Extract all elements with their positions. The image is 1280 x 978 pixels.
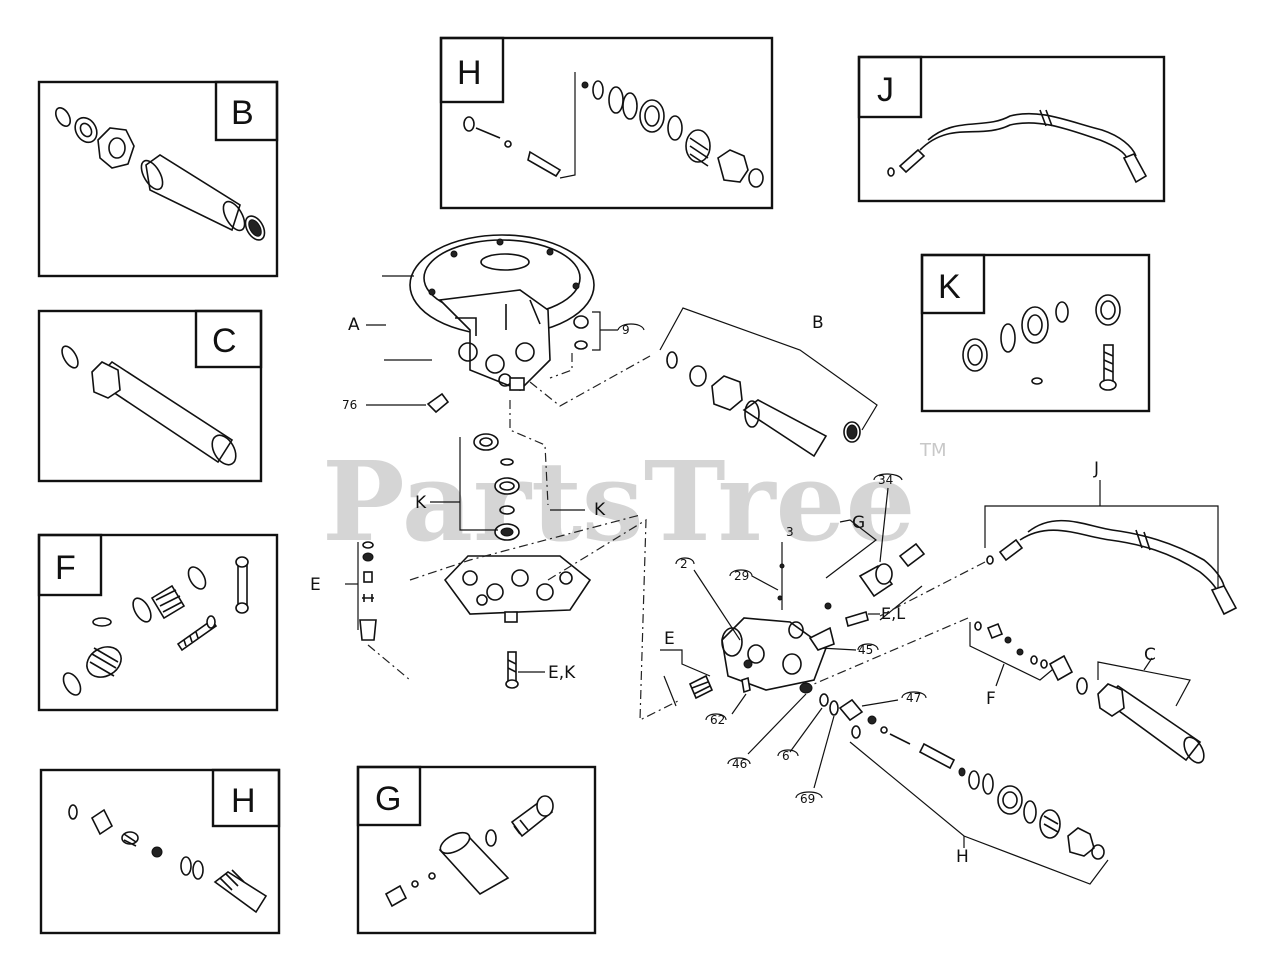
callout-3: 3: [786, 525, 794, 539]
watermark-trademark: TM: [919, 440, 947, 461]
inset-box-c: C: [37, 309, 263, 483]
callout-34: 34: [878, 473, 893, 487]
callout-29: 29: [734, 569, 749, 583]
j-hose-main: J: [879, 459, 1238, 617]
inset-box-g-label: G: [375, 780, 401, 818]
parts-f: [62, 556, 249, 696]
inset-box-h-bottom: H: [39, 768, 281, 935]
callout-a: A: [348, 315, 360, 335]
watermark: PartsTree TM: [322, 437, 947, 566]
parts-j: [887, 109, 1148, 184]
callout-k-right: K: [594, 500, 606, 520]
callout-69: 69: [800, 792, 815, 806]
lower-manifold-assembly: K K E,K: [409, 400, 681, 721]
callout-e-left: E: [310, 575, 321, 595]
parts-k: [962, 294, 1121, 391]
watermark-brand: PartsTree: [322, 437, 916, 566]
callout-9: 9: [622, 323, 630, 337]
callout-62: 62: [710, 713, 725, 727]
h-group-main: H: [849, 715, 1109, 885]
callout-46: 46: [732, 757, 747, 771]
callout-6: 6: [782, 749, 790, 763]
parts-h-top: [463, 72, 764, 188]
inset-box-j-label: J: [877, 71, 894, 109]
main-crankcase-assembly: A 9 76: [342, 234, 645, 414]
callout-h: H: [956, 847, 969, 867]
inset-box-g: G: [356, 765, 597, 935]
callout-76: 76: [342, 398, 357, 412]
inset-box-h-top-label: H: [457, 54, 482, 92]
c-group-main: C: [1076, 645, 1205, 764]
inset-box-f-label: F: [55, 549, 76, 587]
b-group-center: B: [529, 307, 878, 458]
e-group-left: E: [310, 541, 411, 681]
outlet-manifold-assembly: 2 3 29 E,L 45 G 34 E 62 46: [660, 473, 927, 806]
inset-box-c-label: C: [212, 322, 237, 360]
callout-e-l: E,L: [881, 604, 905, 623]
parts-b: [54, 107, 266, 241]
callout-b: B: [812, 313, 824, 333]
callout-j: J: [1093, 459, 1099, 479]
callout-c: C: [1144, 645, 1156, 665]
inset-box-b: B: [37, 80, 279, 278]
inset-box-k: K: [920, 253, 1151, 413]
inset-box-k-label: K: [938, 268, 961, 306]
inset-box-f: F: [37, 533, 279, 712]
parts-g: [384, 795, 554, 908]
f-group-main: F: [799, 617, 1074, 709]
callout-e-k: E,K: [548, 663, 576, 683]
inset-box-h-bottom-label: H: [231, 782, 256, 820]
parts-h-bottom: [68, 804, 268, 914]
inset-box-h-top: H: [439, 36, 774, 210]
callout-k-left: K: [415, 493, 427, 513]
callout-45: 45: [858, 643, 873, 657]
callout-g: G: [852, 513, 865, 533]
callout-47: 47: [906, 691, 921, 705]
callout-2: 2: [680, 557, 688, 571]
inset-box-j: J: [857, 55, 1166, 203]
parts-c: [61, 345, 237, 466]
inset-box-b-label: B: [231, 94, 254, 132]
callout-e-mid: E: [664, 629, 675, 649]
callout-f: F: [986, 689, 996, 709]
